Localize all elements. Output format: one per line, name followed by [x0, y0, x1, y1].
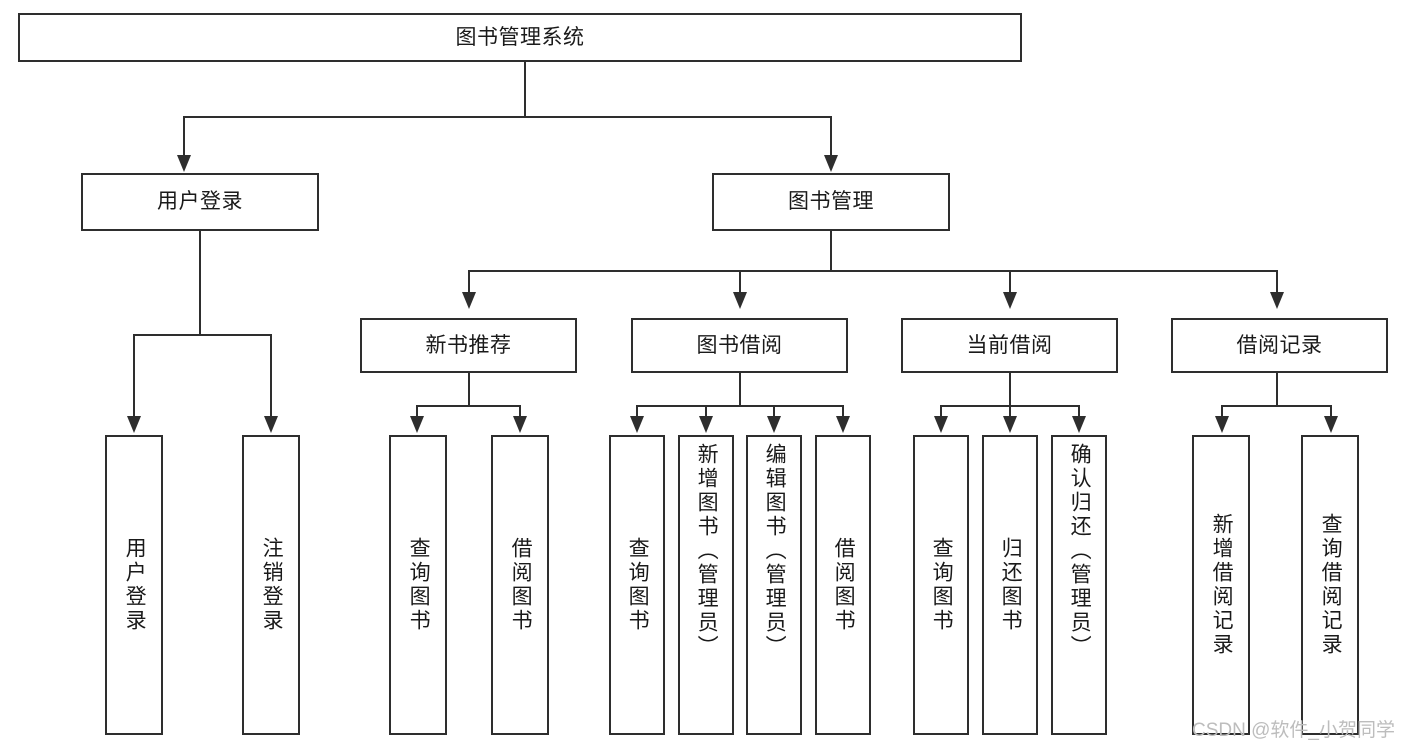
connector-user-login-bar [133, 334, 271, 336]
node-label: 用户登录 [157, 190, 243, 214]
connector-book-borrow-to-leaf-2 [705, 405, 707, 418]
connector-root-bar [183, 116, 832, 118]
node-label: 编辑图书（管理员） [763, 443, 787, 659]
leaf-new-book-2[interactable]: 借阅图书 [491, 435, 549, 735]
node-root-system[interactable]: 图书管理系统 [18, 13, 1022, 62]
node-label: 确认归还（管理员） [1068, 443, 1092, 659]
leaf-borrow-record-2[interactable]: 查询借阅记录 [1301, 435, 1359, 735]
csdn-watermark: CSDN @软件_小贺同学 [1192, 720, 1395, 741]
connector-borrow-record-to-leaf-1 [1221, 405, 1223, 418]
arrow-user-login-to-leaf-1 [127, 416, 141, 433]
node-current-borrow[interactable]: 当前借阅 [901, 318, 1118, 373]
connector-borrow-record-bar [1221, 405, 1331, 407]
leaf-borrow-record-1[interactable]: 新增借阅记录 [1192, 435, 1250, 735]
arrow-book-borrow-to-leaf-4 [836, 416, 850, 433]
connector-book-mgmt-to-l2-4 [1276, 270, 1278, 295]
arrow-root-to-user-login [177, 155, 191, 172]
leaf-book-borrow-3[interactable]: 编辑图书（管理员） [746, 435, 802, 735]
node-label: 查询借阅记录 [1319, 513, 1343, 657]
node-label: 图书借阅 [696, 333, 783, 357]
node-label: 查询图书 [626, 537, 650, 633]
arrow-root-to-book-mgmt [824, 155, 838, 172]
connector-borrow-record-to-leaf-2 [1330, 405, 1332, 418]
arrow-book-mgmt-to-l2-1 [462, 292, 476, 309]
connector-user-login-to-leaf-2 [270, 334, 272, 419]
connector-book-mgmt-bar [468, 270, 1276, 272]
connector-new-book-bar [416, 405, 520, 407]
connector-user-login-to-leaf-1 [133, 334, 135, 419]
node-label: 查询图书 [407, 537, 431, 633]
connector-book-mgmt-to-l2-3 [1009, 270, 1011, 295]
node-book-borrow[interactable]: 图书借阅 [631, 318, 848, 373]
connector-new-book-to-leaf-1 [416, 405, 418, 418]
connector-book-borrow-bar [636, 405, 843, 407]
node-label: 新书推荐 [425, 333, 512, 357]
leaf-current-borrow-2[interactable]: 归还图书 [982, 435, 1038, 735]
node-label: 新增图书（管理员） [695, 443, 719, 659]
connector-root-to-book-mgmt [830, 116, 832, 158]
connector-root-to-user-login [183, 116, 185, 158]
arrow-book-borrow-to-leaf-3 [767, 416, 781, 433]
node-label: 新增借阅记录 [1210, 513, 1234, 657]
connector-current-borrow-to-leaf-3 [1078, 405, 1080, 418]
connector-new-book-stem [468, 373, 470, 406]
connector-book-mgmt-to-l2-1 [468, 270, 470, 295]
node-label: 图书管理系统 [455, 25, 585, 49]
arrow-user-login-to-leaf-2 [264, 416, 278, 433]
connector-current-borrow-to-leaf-2 [1009, 405, 1011, 418]
connector-book-mgmt-stem [830, 231, 832, 271]
connector-user-login-stem [199, 231, 201, 335]
node-book-management[interactable]: 图书管理 [712, 173, 950, 231]
leaf-user-login-1[interactable]: 用户登录 [105, 435, 163, 735]
node-label: 查询图书 [930, 537, 954, 633]
arrow-current-borrow-to-leaf-1 [934, 416, 948, 433]
node-user-login[interactable]: 用户登录 [81, 173, 319, 231]
arrow-current-borrow-to-leaf-2 [1003, 416, 1017, 433]
connector-borrow-record-stem [1276, 373, 1278, 406]
node-label: 借阅图书 [509, 537, 533, 633]
arrow-book-mgmt-to-l2-3 [1003, 292, 1017, 309]
arrow-book-mgmt-to-l2-2 [733, 292, 747, 309]
arrow-new-book-to-leaf-1 [410, 416, 424, 433]
node-new-book-recommend[interactable]: 新书推荐 [360, 318, 577, 373]
connector-book-mgmt-to-l2-2 [739, 270, 741, 295]
connector-root-stem [524, 62, 526, 117]
arrow-borrow-record-to-leaf-2 [1324, 416, 1338, 433]
node-label: 归还图书 [999, 537, 1023, 633]
arrow-book-mgmt-to-l2-4 [1270, 292, 1284, 309]
connector-book-borrow-to-leaf-4 [842, 405, 844, 418]
node-label: 当前借阅 [966, 333, 1053, 357]
leaf-new-book-1[interactable]: 查询图书 [389, 435, 447, 735]
connector-current-borrow-to-leaf-1 [940, 405, 942, 418]
node-borrow-record[interactable]: 借阅记录 [1171, 318, 1388, 373]
node-label: 注销登录 [260, 537, 284, 633]
connector-current-borrow-stem [1009, 373, 1011, 406]
leaf-book-borrow-2[interactable]: 新增图书（管理员） [678, 435, 734, 735]
leaf-current-borrow-1[interactable]: 查询图书 [913, 435, 969, 735]
leaf-current-borrow-3[interactable]: 确认归还（管理员） [1051, 435, 1107, 735]
connector-book-borrow-to-leaf-3 [773, 405, 775, 418]
arrow-new-book-to-leaf-2 [513, 416, 527, 433]
arrow-book-borrow-to-leaf-2 [699, 416, 713, 433]
connector-book-borrow-to-leaf-1 [636, 405, 638, 418]
connector-new-book-to-leaf-2 [519, 405, 521, 418]
arrow-borrow-record-to-leaf-1 [1215, 416, 1229, 433]
node-label: 借阅图书 [832, 537, 856, 633]
arrow-book-borrow-to-leaf-1 [630, 416, 644, 433]
node-label: 图书管理 [788, 190, 874, 214]
leaf-user-login-2[interactable]: 注销登录 [242, 435, 300, 735]
leaf-book-borrow-1[interactable]: 查询图书 [609, 435, 665, 735]
leaf-book-borrow-4[interactable]: 借阅图书 [815, 435, 871, 735]
node-label: 借阅记录 [1236, 333, 1323, 357]
arrow-current-borrow-to-leaf-3 [1072, 416, 1086, 433]
node-label: 用户登录 [123, 537, 147, 633]
connector-book-borrow-stem [739, 373, 741, 406]
